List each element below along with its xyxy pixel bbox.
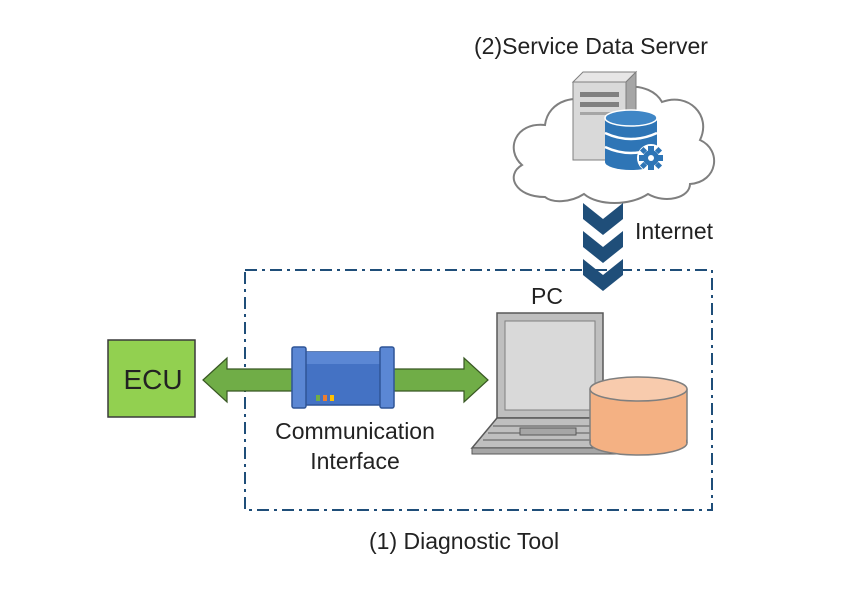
chevron-down-icon xyxy=(583,259,623,291)
disk-cylinder-icon xyxy=(589,376,688,456)
internet-chevron-arrow xyxy=(583,203,623,291)
chevron-down-icon xyxy=(583,231,623,263)
ecu-label: ECU xyxy=(123,364,183,395)
diagnostic-tool-title: (1) Diagnostic Tool xyxy=(369,528,560,554)
ecu-box xyxy=(107,339,196,418)
chevron-down-icon xyxy=(583,203,623,235)
server-title: (2)Service Data Server xyxy=(474,33,708,59)
pc-label: PC xyxy=(531,283,563,309)
communication-interface-label: Communication Interface xyxy=(250,416,460,476)
communication-interface-line2: Interface xyxy=(310,448,400,474)
laptop-icon xyxy=(470,312,627,455)
interface-device-icon xyxy=(291,346,395,409)
internet-label: Internet xyxy=(635,218,713,244)
communication-interface-line1: Communication xyxy=(275,418,435,444)
database-gear-icon xyxy=(604,109,665,172)
